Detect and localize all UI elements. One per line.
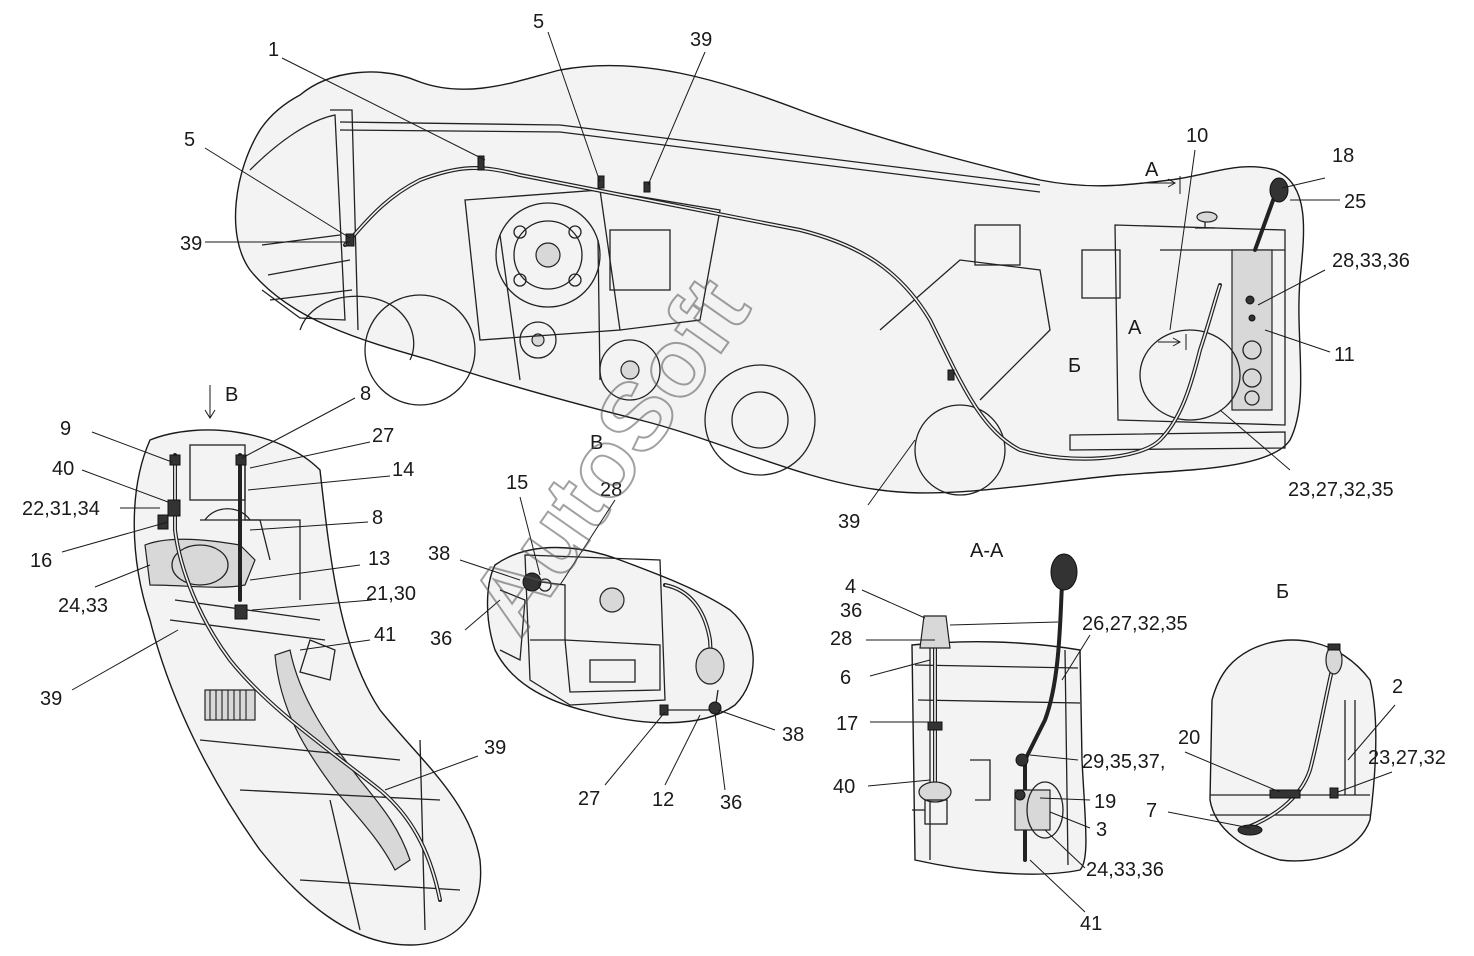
callout: 9 — [60, 418, 71, 440]
detail-b-circle — [1139, 329, 1241, 421]
callout: 36 — [720, 792, 742, 814]
callout: 25 — [1344, 191, 1366, 213]
callout: 19 — [1094, 791, 1116, 813]
drum-wheel — [364, 294, 476, 406]
callout: 40 — [52, 458, 74, 480]
callout: 16 — [30, 550, 52, 572]
middle-view — [486, 546, 754, 724]
middle-view-outline — [486, 546, 754, 724]
frame-left — [249, 114, 346, 321]
section-aa-title: А-А — [970, 540, 1004, 562]
section-knob-small — [919, 615, 951, 649]
callout: 6 — [840, 667, 851, 689]
detail-b-label-top: Б — [1068, 355, 1081, 377]
callout: 23,27,32 — [1368, 747, 1446, 769]
top-view — [234, 64, 1305, 496]
callout: 5 — [184, 129, 195, 151]
callout: 41 — [374, 624, 396, 646]
callout: 26,27,32,35 — [1082, 613, 1188, 635]
callout: 1 — [268, 39, 279, 61]
detail-b — [1209, 639, 1377, 862]
callout: 4 — [845, 576, 856, 598]
callout: 3 — [1096, 819, 1107, 841]
view-v-arrow-label: В — [225, 384, 238, 406]
engine-block — [524, 554, 666, 706]
callout: 39 — [838, 511, 860, 533]
callout: 27 — [578, 788, 600, 810]
callout: 41 — [1080, 913, 1102, 935]
callout: 28,33,36 — [1332, 250, 1410, 272]
callout: 17 — [836, 713, 858, 735]
callout: 36 — [430, 628, 452, 650]
callout: 38 — [428, 543, 450, 565]
callout: 12 — [652, 789, 674, 811]
section-lever — [1023, 583, 1064, 862]
view-v-title: В — [590, 432, 603, 454]
section-a-label-side: А — [1128, 317, 1142, 339]
callout: 11 — [1334, 344, 1355, 366]
callout: 40 — [833, 776, 855, 798]
callout: 22,31,34 — [22, 498, 100, 520]
callout: 39 — [40, 688, 62, 710]
callout: 24,33 — [58, 595, 108, 617]
section-disc — [1026, 781, 1064, 839]
alternator — [204, 689, 256, 721]
lever-knob-top — [1269, 177, 1289, 203]
callout: 28 — [600, 479, 622, 501]
callout: 2 — [1392, 676, 1403, 698]
callout: 13 — [368, 548, 390, 570]
callout: 8 — [360, 383, 371, 405]
callout: 23,27,32,35 — [1288, 479, 1394, 501]
detail-b-title: Б — [1276, 581, 1289, 603]
left-view-outline — [133, 429, 482, 946]
callout: 21,30 — [366, 583, 416, 605]
detail-b-outline — [1209, 639, 1377, 862]
clamp-38-top — [522, 572, 542, 592]
callout: 15 — [506, 472, 528, 494]
callout: 28 — [830, 628, 852, 650]
section-aa — [911, 553, 1087, 875]
callout: 20 — [1178, 727, 1200, 749]
leader-lines — [61, 31, 1396, 913]
callout: 18 — [1332, 145, 1354, 167]
callout: 27 — [372, 425, 394, 447]
callout: 29,35,37, — [1082, 751, 1165, 773]
callout: 10 — [1186, 125, 1208, 147]
section-marker-a-side — [1158, 334, 1187, 350]
section-marker-a-top — [1140, 176, 1181, 194]
top-rail — [339, 121, 1041, 186]
callout: 39 — [484, 737, 506, 759]
callout: 24,33,36 — [1086, 859, 1164, 881]
callout: 5 — [533, 11, 544, 33]
callout: 7 — [1146, 800, 1157, 822]
left-view — [133, 385, 482, 946]
pulley-large — [495, 202, 601, 308]
top-view-outline — [234, 64, 1305, 494]
section-a-label-top: А — [1145, 159, 1159, 181]
callout: 39 — [690, 29, 712, 51]
callout: 8 — [372, 507, 383, 529]
callout: 38 — [782, 724, 804, 746]
callout: 36 — [840, 600, 862, 622]
section-knob-large — [1050, 553, 1078, 591]
callout: 14 — [392, 459, 414, 481]
callout: 39 — [180, 233, 202, 255]
control-box — [1114, 224, 1286, 426]
